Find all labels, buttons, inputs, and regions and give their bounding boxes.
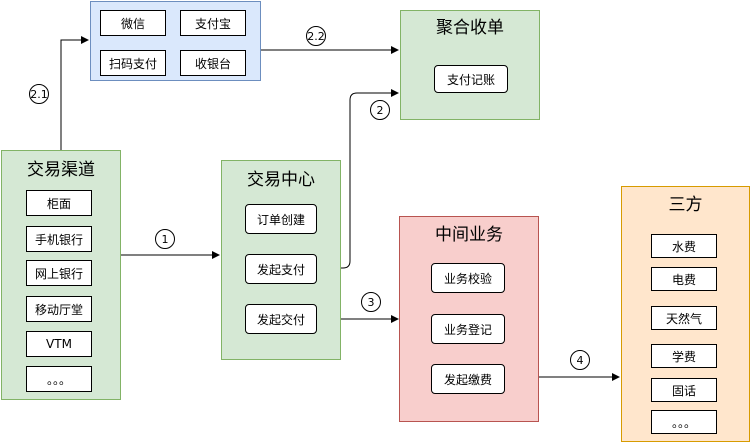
channel-online-banking[interactable]: 网上银行 bbox=[26, 260, 92, 286]
payment-channel-qr-pay[interactable]: 扫码支付 bbox=[100, 50, 166, 76]
third-party-gas[interactable]: 天然气 bbox=[651, 306, 717, 330]
third-party-landline[interactable]: 固话 bbox=[651, 378, 717, 402]
payment-channel-alipay[interactable]: 支付宝 bbox=[180, 10, 246, 36]
third-party-tuition[interactable]: 学费 bbox=[651, 344, 717, 368]
step-marker-1: 1 bbox=[155, 229, 175, 249]
payment-channel-cashier[interactable]: 收银台 bbox=[180, 50, 246, 76]
trade-center-group: 交易中心 订单创建 发起支付 发起交付 bbox=[221, 160, 341, 360]
third-party-more[interactable]: 。。。 bbox=[651, 410, 717, 434]
step-marker-4: 4 bbox=[570, 350, 590, 370]
channel-vtm[interactable]: VTM bbox=[26, 331, 92, 357]
edge-pay-to-aggregate bbox=[316, 89, 399, 269]
aggregate-acquiring-group: 聚合收单 支付记账 bbox=[400, 10, 540, 120]
channel-more[interactable]: 。。。 bbox=[26, 366, 92, 392]
trading-channels-group: 交易渠道 柜面 手机银行 网上银行 移动厅堂 VTM 。。。 bbox=[1, 150, 121, 400]
payment-channel-wechat[interactable]: 微信 bbox=[100, 10, 166, 36]
order-create-node[interactable]: 订单创建 bbox=[245, 204, 317, 234]
initiate-delivery-node[interactable]: 发起交付 bbox=[245, 304, 317, 334]
third-party-title: 三方 bbox=[668, 195, 703, 215]
step-marker-2-1: 2.1 bbox=[29, 84, 49, 104]
trading-channels-title: 交易渠道 bbox=[27, 160, 95, 180]
initiate-fee-payment-node[interactable]: 发起缴费 bbox=[431, 364, 505, 394]
third-party-group: 三方 水费 电费 天然气 学费 固话 。。。 bbox=[621, 186, 750, 442]
channel-mobile-banking[interactable]: 手机银行 bbox=[26, 226, 92, 252]
channel-counter[interactable]: 柜面 bbox=[26, 190, 92, 216]
step-marker-3: 3 bbox=[361, 292, 381, 312]
aggregate-acquiring-title: 聚合收单 bbox=[436, 18, 504, 38]
business-register-node[interactable]: 业务登记 bbox=[431, 314, 505, 344]
middle-business-group: 中间业务 业务校验 业务登记 发起缴费 bbox=[399, 216, 539, 422]
step-marker-2: 2 bbox=[370, 100, 390, 120]
payment-accounting-node[interactable]: 支付记账 bbox=[434, 65, 508, 93]
middle-business-title: 中间业务 bbox=[435, 225, 503, 245]
payment-channels-group: 微信 支付宝 扫码支付 收银台 bbox=[90, 1, 261, 81]
edge-channels-to-payment-channels bbox=[60, 36, 89, 150]
step-marker-2-2: 2.2 bbox=[306, 26, 326, 46]
channel-mobile-hall[interactable]: 移动厅堂 bbox=[26, 296, 92, 322]
third-party-electricity[interactable]: 电费 bbox=[651, 267, 717, 291]
initiate-payment-node[interactable]: 发起支付 bbox=[245, 254, 317, 284]
business-check-node[interactable]: 业务校验 bbox=[431, 263, 505, 293]
third-party-water[interactable]: 水费 bbox=[651, 234, 717, 258]
trade-center-title: 交易中心 bbox=[247, 170, 315, 190]
